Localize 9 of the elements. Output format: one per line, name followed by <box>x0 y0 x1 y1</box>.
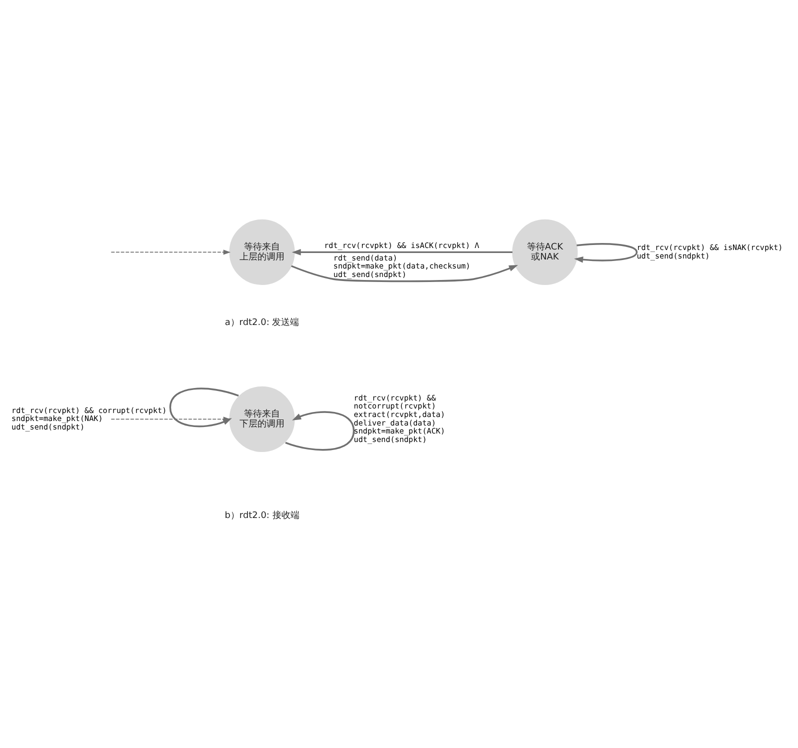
arrow <box>292 249 512 256</box>
arrow <box>110 250 231 255</box>
label: a）rdt2.0: 发送端 <box>224 318 300 328</box>
node-circle: 等待ACK或NAK <box>512 219 578 285</box>
node-circle: 等待来自上层的调用 <box>229 219 295 285</box>
label: b）rdt2.0: 接收端 <box>224 511 300 522</box>
node-circle: 等待来自下层的调用 <box>229 386 295 452</box>
arrow <box>291 265 518 282</box>
arrow <box>574 243 638 263</box>
